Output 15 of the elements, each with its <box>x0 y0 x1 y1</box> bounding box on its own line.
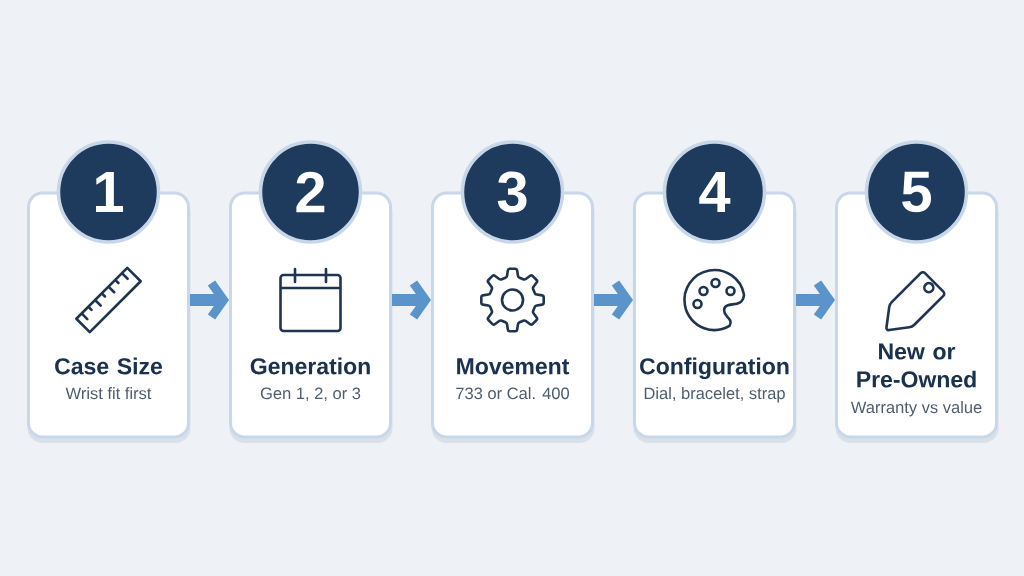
step-subtitle: Wrist fit first <box>65 387 152 400</box>
number-badge: 3 <box>460 140 565 244</box>
step-subtitle: Warranty vs value <box>850 401 982 417</box>
step-title: Case Size <box>55 357 163 375</box>
number-badge: 2 <box>258 140 363 244</box>
step-subtitle: Dial, bracelet, strap <box>644 387 785 403</box>
step-subtitle: Gen 1, 2, or 3 <box>260 387 361 402</box>
step-subtitle: 733 or Cal. 400 <box>456 387 569 400</box>
step-title: Configuration <box>640 357 789 380</box>
number-badge: 5 <box>864 140 969 244</box>
number-badge: 1 <box>56 140 161 244</box>
step-title: Movement <box>457 358 570 375</box>
step-title: Generation <box>250 357 370 375</box>
number-badge: 4 <box>662 140 767 244</box>
step-title: New or Pre-Owned <box>857 343 976 388</box>
